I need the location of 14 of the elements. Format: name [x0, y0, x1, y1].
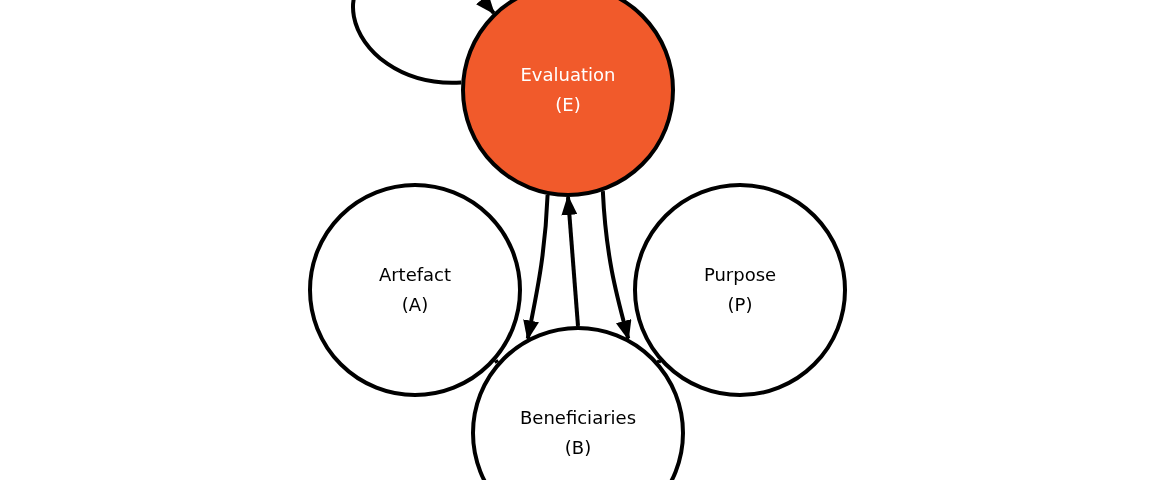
- arrow: [561, 195, 580, 327]
- arrow: [351, 0, 496, 85]
- node-label: Evaluation: [520, 63, 616, 87]
- node-label: (B): [564, 436, 592, 460]
- node-label: (E): [555, 93, 581, 117]
- connector-line: [494, 359, 499, 364]
- node-label: (P): [727, 293, 753, 317]
- node-label: (A): [401, 293, 429, 317]
- node-label: Artefact: [378, 263, 452, 287]
- arrow: [600, 191, 632, 341]
- connector-line: [656, 359, 662, 364]
- node-label: Purpose: [703, 263, 777, 287]
- arrow: [523, 194, 550, 341]
- node-label: Beneficiaries: [520, 406, 636, 430]
